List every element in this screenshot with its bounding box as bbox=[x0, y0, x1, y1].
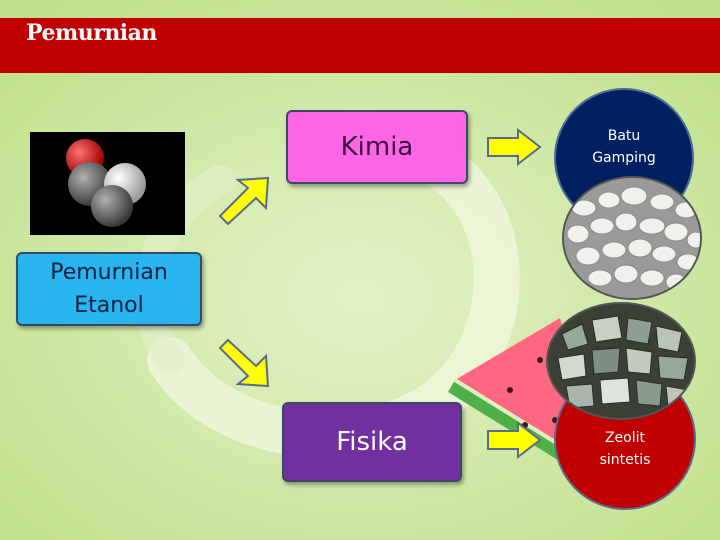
arrow-diagonal-icon bbox=[218, 176, 270, 226]
batu-label-line2: Gamping bbox=[592, 149, 656, 166]
fisika-box: Fisika bbox=[282, 402, 462, 482]
slide-title: Pemurnian bbox=[26, 20, 157, 46]
kimia-label: Kimia bbox=[340, 132, 414, 162]
arrow-right-icon bbox=[487, 421, 542, 459]
etanol-label-line1: Pemurnian bbox=[50, 260, 168, 285]
zeolit-label-line1: Zeolit bbox=[604, 430, 646, 446]
etanol-label-line2: Etanol bbox=[74, 293, 144, 318]
arrow-right-icon bbox=[487, 128, 542, 166]
limestone-image bbox=[562, 176, 702, 300]
zeolit-label-line2: sintetis bbox=[599, 451, 651, 468]
fisika-label: Fisika bbox=[336, 427, 408, 457]
arrow-diagonal-icon bbox=[218, 338, 270, 388]
title-bar bbox=[0, 18, 720, 73]
kimia-box: Kimia bbox=[286, 110, 468, 184]
batu-label-line1: Batu bbox=[607, 128, 641, 144]
molecule-image bbox=[30, 132, 185, 235]
etanol-box: Pemurnian Etanol bbox=[16, 252, 202, 326]
zeolite-image bbox=[546, 302, 696, 420]
